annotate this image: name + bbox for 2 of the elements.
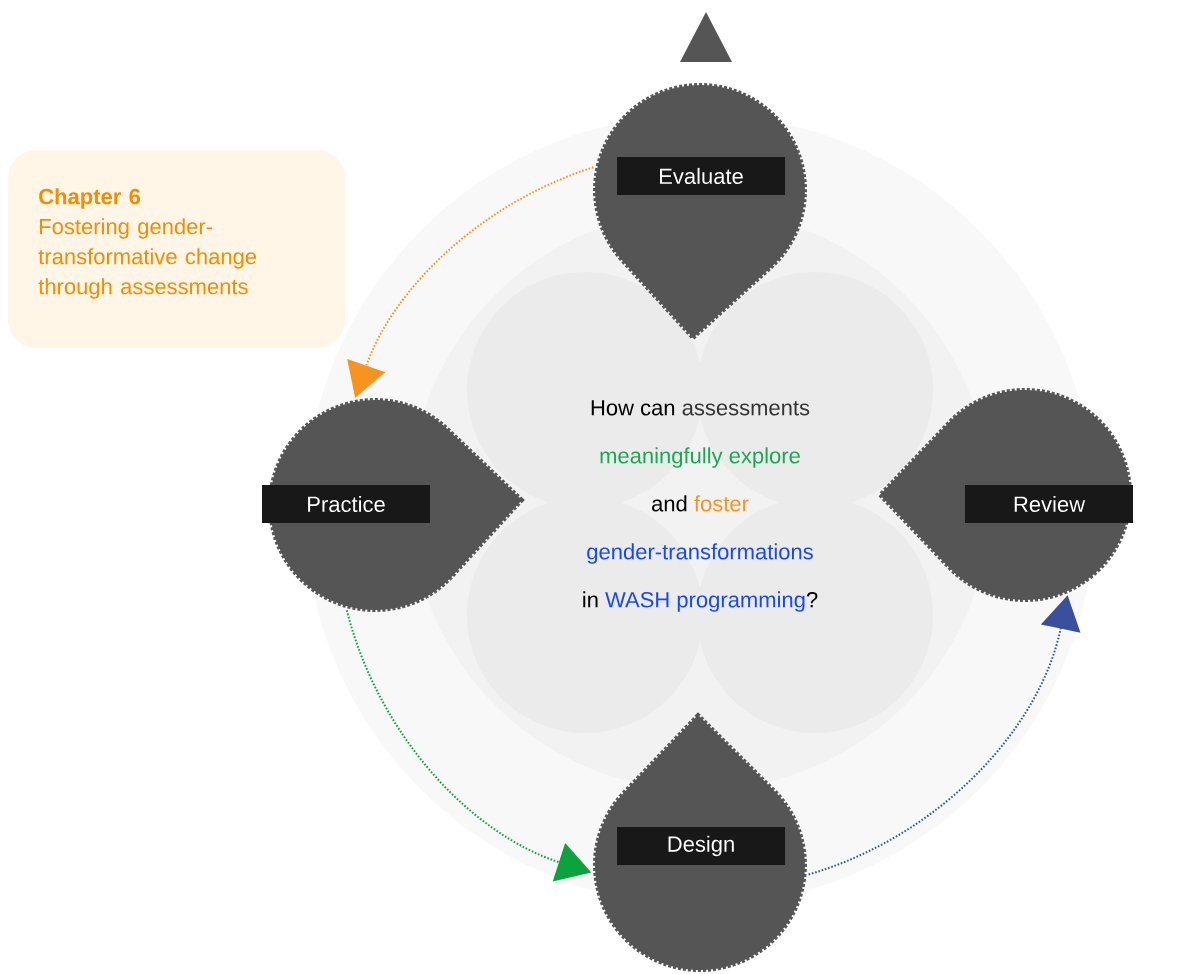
question-text: How can assessments meaningfully explore and foster gender-transformations in WASH programming? (583, 400, 818, 612)
chapter-box: Chapter 6 Fostering gender-transformative change through assessments (8, 150, 345, 348)
